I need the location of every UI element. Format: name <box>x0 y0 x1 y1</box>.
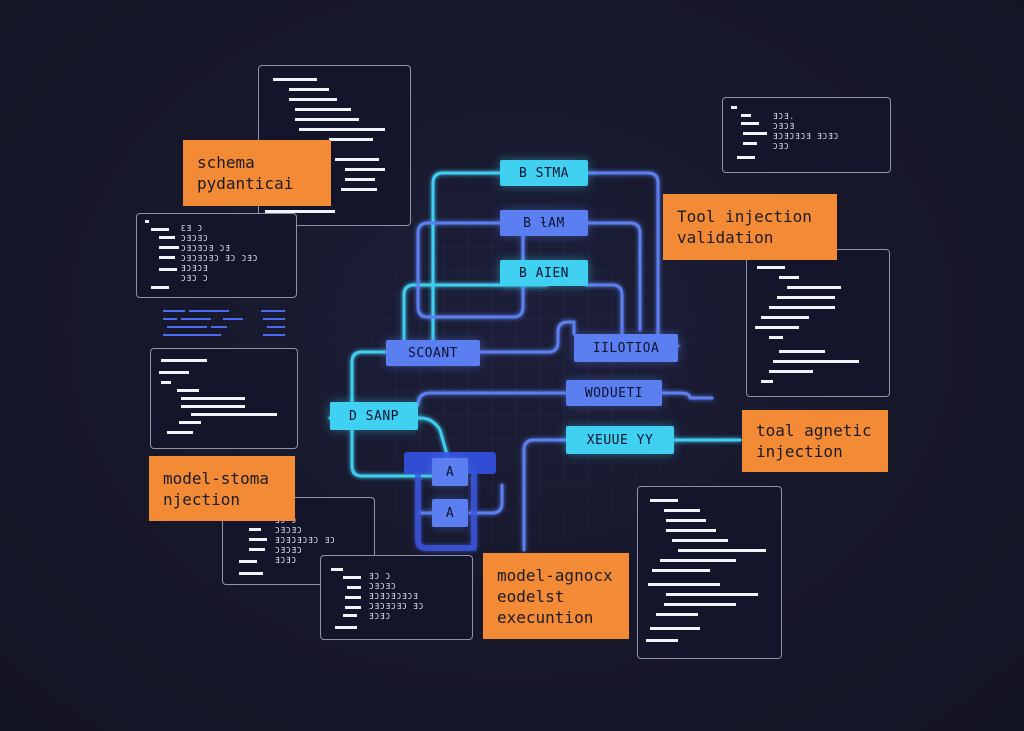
node-b-aien[interactable]: B AIEN <box>500 260 588 286</box>
label-toal-agnetic: toal agnetic injection <box>742 410 888 472</box>
code-panel-right-mid <box>746 249 890 397</box>
panel-code-text: ƎƆ Ɔ ƆƎƆƎƆ ƎƆƎƆƎƆƎƆƎ ƆƎƆƎƆƎƆ ƎƆ ƎƆƎƆ <box>369 572 425 621</box>
node-scoant[interactable]: SCOANT <box>386 340 480 366</box>
node-xeuue-yy[interactable]: XEUUE YY <box>566 426 674 454</box>
node-iilotioa[interactable]: IILOTIOA <box>574 334 678 362</box>
node-a-bottom[interactable]: A <box>432 499 468 527</box>
wire-stma-iilotioa <box>586 171 680 348</box>
wire-scoant-iilotioa <box>478 320 576 354</box>
node-a-top[interactable]: A <box>432 458 468 486</box>
node-wodueti[interactable]: WODUETI <box>566 380 662 406</box>
code-panel-left-top: ƐƎ Ɔ ƆƎƆƎƆ ƆƎƆƎƆƎ ƆƎ ƆƎƆƎƆƎƆ ƎƆ ƆƎƆ ƎƆƎƆ… <box>136 213 297 298</box>
code-panel-left-mid <box>150 348 298 449</box>
wire-dsanp-loop <box>350 428 434 478</box>
wire-scoant-dsanp <box>350 350 388 404</box>
node-b-stma[interactable]: B STMA <box>500 160 588 186</box>
node-b-am[interactable]: B ƚAM <box>500 210 588 236</box>
wire-dsanp-a <box>328 416 450 460</box>
code-panel-bottom-right <box>637 486 782 659</box>
wire-stma-scoant <box>384 171 502 354</box>
code-panel-bottom-mid: ƎƆ Ɔ ƆƎƆƎƆ ƎƆƎƆƎƆƎƆƎ ƆƎƆƎƆƎƆ ƎƆ ƎƆƎƆ <box>320 555 473 640</box>
label-model-agnocx: model-agnocx eodelst execuntion <box>483 553 629 639</box>
wire-xeuue-down <box>522 438 568 552</box>
wire-aien-right <box>584 283 624 336</box>
wire-aien-scoant <box>402 283 549 354</box>
wire-dsanp-wodueti <box>416 391 568 407</box>
label-tool-injection: Tool injection validation <box>663 194 837 260</box>
wire-bam-right <box>586 221 642 332</box>
wire-wodueti-right <box>646 391 714 400</box>
wire-bam-loop <box>416 221 525 319</box>
label-model-stoma: model-stoma njection <box>149 456 295 521</box>
node-d-sanp[interactable]: D SANP <box>330 402 418 430</box>
blue-code-strip <box>163 308 289 342</box>
panel-code-text: ƎƆƎ. ƆƎƆƎ ƎƆƎƆƎƆƎ ƎƆƎƆ ƆƎƆ <box>773 112 840 151</box>
panel-code-text: ƐƎ Ɔ ƆƎƆƎƆ ƆƎƆƎƆƎ ƆƎ ƆƎƆƎƆƎƆ ƎƆ ƆƎƆ ƎƆƎƆ… <box>181 224 259 283</box>
code-panel-top-right: ƎƆƎ. ƆƎƆƎ ƎƆƎƆƎƆƎ ƎƆƎƆ ƆƎƆ <box>722 97 891 173</box>
wire-bus-left <box>415 473 473 551</box>
label-schema: schema pydanticai <box>183 140 331 206</box>
wire-a-bottom <box>468 483 504 515</box>
